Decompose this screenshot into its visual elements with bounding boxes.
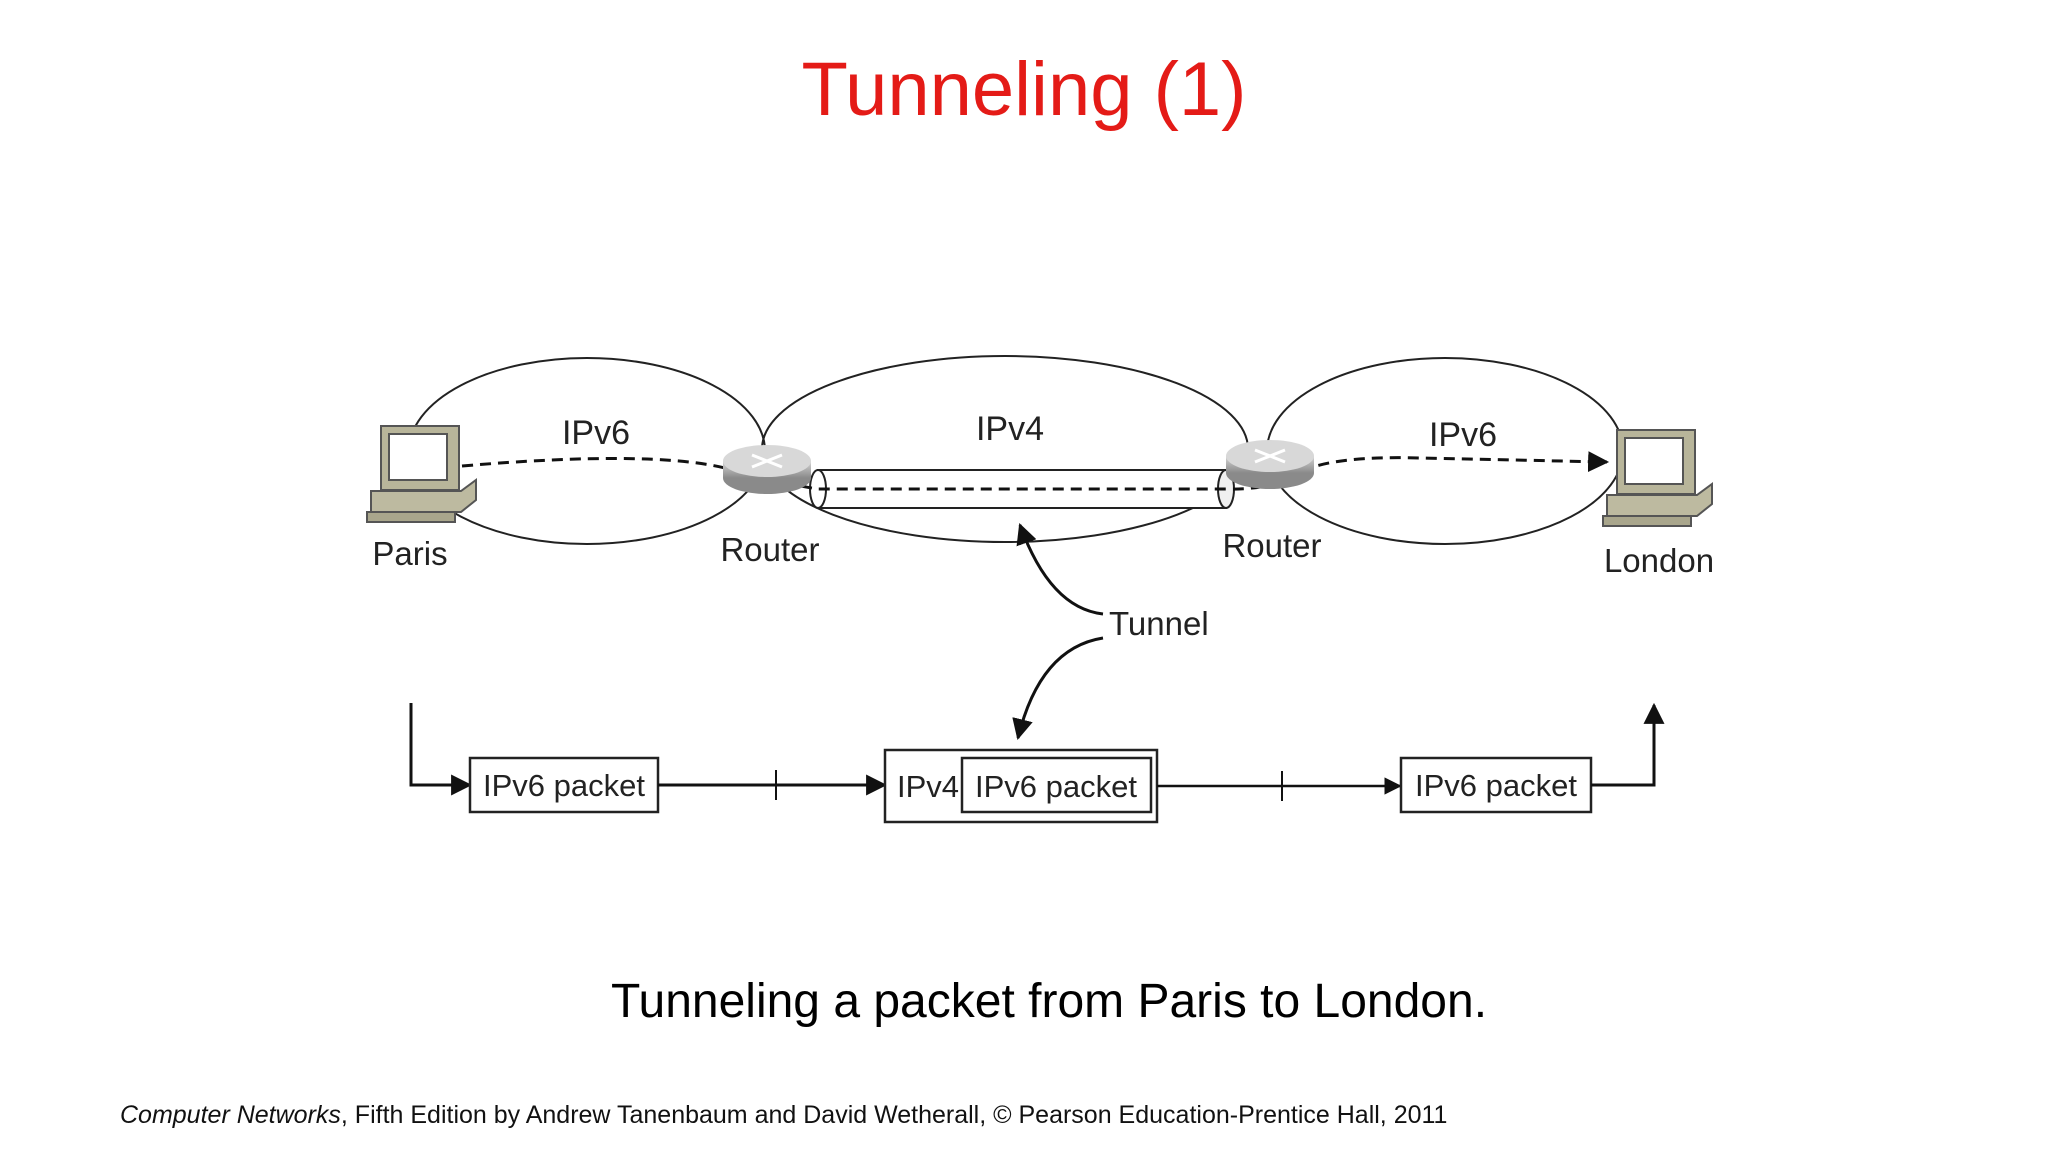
figure-caption: Tunneling a packet from Paris to London. <box>610 975 1488 1028</box>
packet-ipv6-first: IPv6 packet <box>468 756 660 814</box>
computer-london <box>1602 429 1713 527</box>
svg-text:IPv6 packet: IPv6 packet <box>483 768 645 803</box>
tunnel-arrow-down <box>1012 636 1104 741</box>
tunnel-arrow-up <box>1016 523 1104 616</box>
label-router-right: Router <box>1222 527 1321 564</box>
footer-book-title: Computer Networks <box>120 1101 341 1129</box>
computer-paris <box>366 425 477 523</box>
label-london: London <box>1604 542 1714 579</box>
label-paris: Paris <box>372 535 447 572</box>
label-router-left: Router <box>720 531 819 568</box>
flow-start-arrow <box>409 703 473 796</box>
flow-end-arrow <box>1591 702 1665 787</box>
packet-ipv6-inner: IPv6 packet <box>975 769 1137 804</box>
svg-text:IPv6 packet: IPv6 packet <box>1415 768 1577 803</box>
packet-ipv4-header: IPv4 <box>897 769 959 804</box>
router-right <box>1226 440 1314 489</box>
label-ipv6-left: IPv6 <box>562 414 630 452</box>
router-left <box>723 445 811 494</box>
label-tunnel: Tunnel <box>1109 605 1209 642</box>
packet-encapsulated: IPv4 IPv6 packet <box>883 748 1159 824</box>
label-ipv6-right: IPv6 <box>1429 416 1497 454</box>
footer-citation-text: , Fifth Edition by Andrew Tanenbaum and … <box>340 1101 1448 1129</box>
ipv4-network <box>761 355 1249 543</box>
slide-title: Tunneling (1) <box>801 47 1247 132</box>
packet-path-dashed <box>461 451 1610 491</box>
packet-ipv6-last: IPv6 packet <box>1399 756 1593 814</box>
label-ipv4: IPv4 <box>976 410 1044 448</box>
footer-citation: Computer Networks, Fifth Edition by Andr… <box>120 1103 1447 1128</box>
